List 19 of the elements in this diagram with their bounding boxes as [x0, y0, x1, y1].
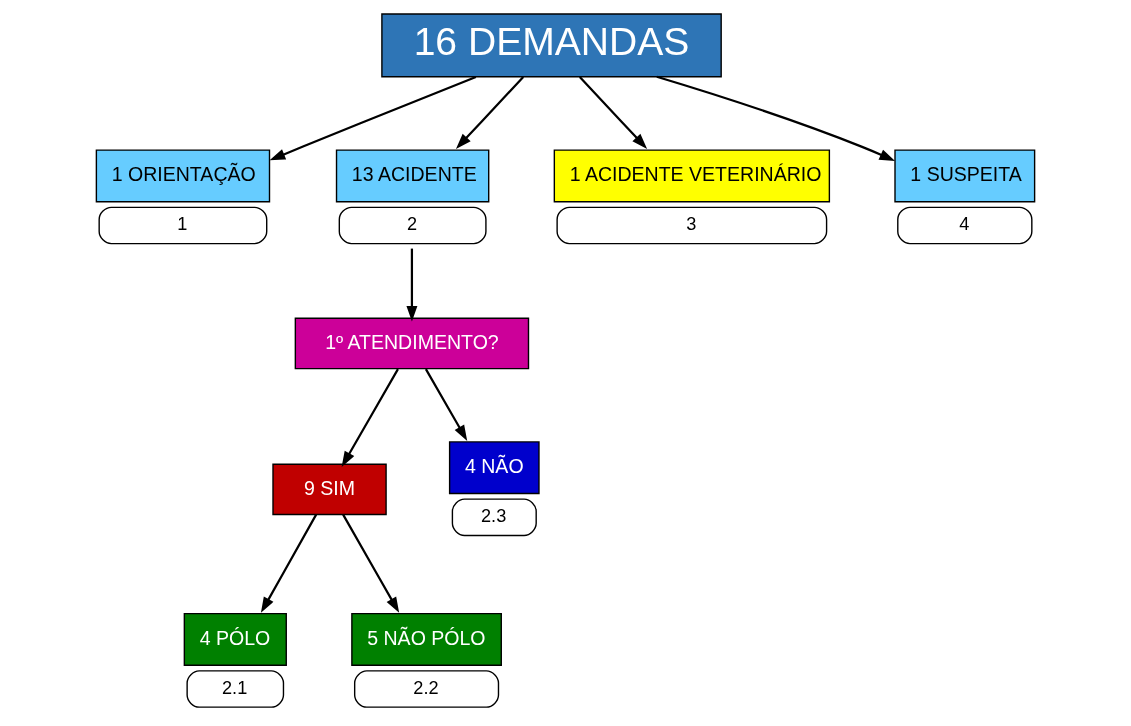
- node-label: 2.1: [222, 677, 248, 698]
- arrow: [579, 76, 648, 150]
- arrow: [260, 514, 318, 613]
- node-box: 1º ATENDIMENTO?: [294, 317, 530, 370]
- arrow: [342, 514, 400, 613]
- node-box: 16 DEMANDAS: [381, 13, 722, 78]
- arrow: [406, 248, 418, 322]
- arrow: [341, 368, 399, 467]
- node-label: 2.3: [481, 506, 507, 527]
- arrow: [424, 368, 468, 441]
- node-label: 2: [407, 214, 418, 235]
- arrow: [269, 75, 477, 161]
- node-label: 1: [177, 214, 188, 235]
- node-label: 3: [686, 214, 697, 235]
- node-box: 9 SIM: [272, 463, 387, 516]
- node-label: 4: [959, 214, 970, 235]
- arrow: [455, 76, 525, 150]
- node-label: 2.2: [413, 677, 439, 698]
- arrow: [656, 75, 896, 162]
